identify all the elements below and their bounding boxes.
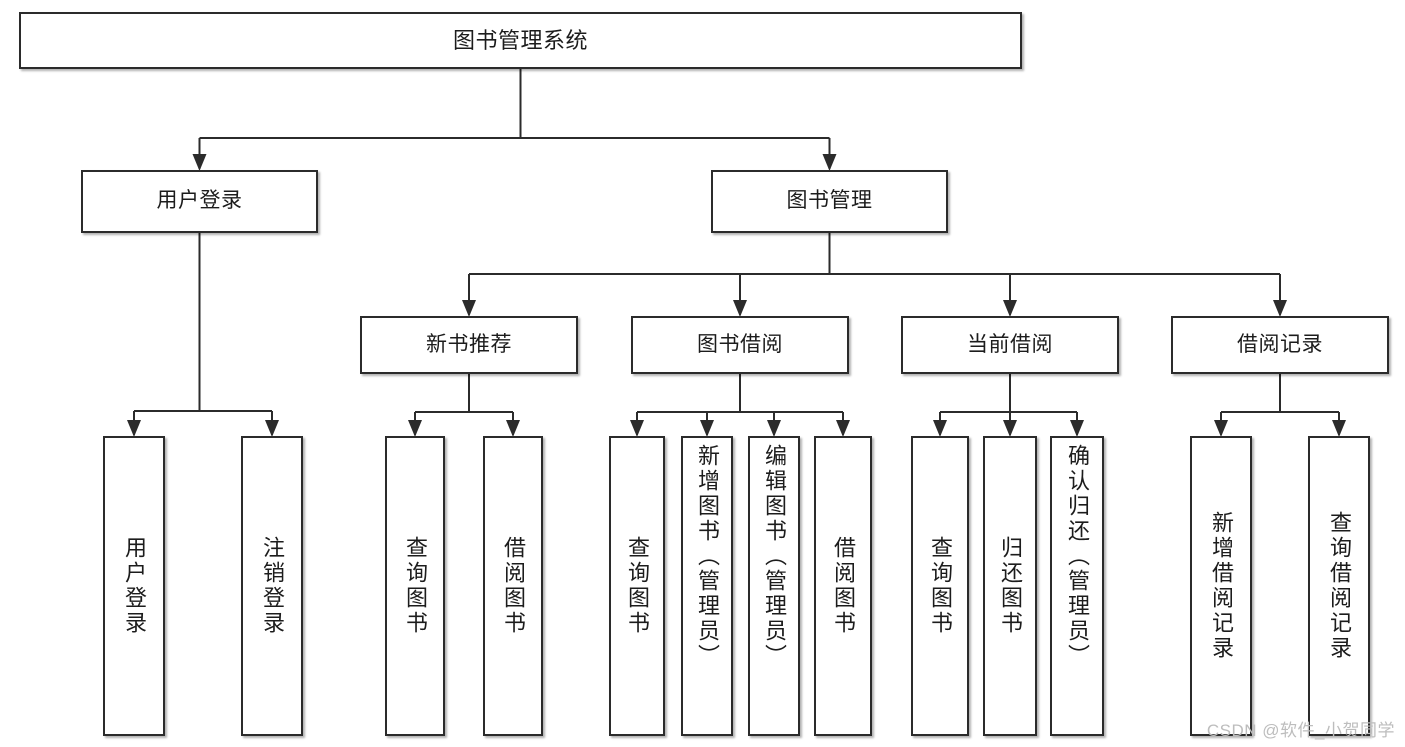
node-label: 确认归还（管理员） (1065, 444, 1090, 669)
edge-arrowhead (1273, 300, 1287, 317)
node-leaf-q-book-2[interactable]: 查询图书 (609, 436, 665, 736)
node-label: 注销登录 (260, 536, 285, 636)
node-borrow-rec[interactable]: 借阅记录 (1171, 316, 1389, 374)
node-book-manage[interactable]: 图书管理 (711, 170, 948, 233)
node-new-book-rec[interactable]: 新书推荐 (360, 316, 578, 374)
watermark: CSDN @软件_小贺同学 (1206, 721, 1395, 740)
node-label: 借阅记录 (1237, 332, 1323, 356)
node-root[interactable]: 图书管理系统 (19, 12, 1022, 69)
edge-arrowhead (822, 154, 837, 171)
edge-arrowhead (1070, 420, 1084, 437)
node-label: 查询图书 (625, 536, 650, 636)
node-leaf-b-book-2[interactable]: 借阅图书 (814, 436, 872, 736)
edge-arrowhead (1214, 420, 1228, 437)
node-leaf-login[interactable]: 用户登录 (103, 436, 165, 736)
edge-arrowhead (127, 420, 141, 437)
node-leaf-edit-book[interactable]: 编辑图书（管理员） (748, 436, 800, 736)
edge-arrowhead (408, 420, 422, 437)
edge-arrowhead (1003, 420, 1017, 437)
node-label: 借阅图书 (831, 536, 856, 636)
edge-arrowhead (836, 420, 850, 437)
edge-arrowhead (933, 420, 947, 437)
edge-arrowhead (733, 300, 747, 317)
node-label: 当前借阅 (967, 332, 1053, 356)
node-leaf-return[interactable]: 归还图书 (983, 436, 1037, 736)
node-label: 新增图书（管理员） (695, 444, 720, 669)
node-leaf-q-rec[interactable]: 查询借阅记录 (1308, 436, 1370, 736)
edge-arrowhead (265, 420, 279, 437)
node-leaf-add-book[interactable]: 新增图书（管理员） (681, 436, 733, 736)
node-leaf-confirm[interactable]: 确认归还（管理员） (1050, 436, 1104, 736)
edge-arrowhead (192, 154, 207, 171)
node-label: 图书管理系统 (452, 27, 588, 53)
edge-arrowhead (462, 300, 476, 317)
node-label: 新书推荐 (426, 332, 512, 356)
node-label: 用户登录 (122, 536, 147, 636)
node-label: 借阅图书 (501, 536, 526, 636)
edge-arrowhead (767, 420, 781, 437)
node-label: 查询借阅记录 (1327, 511, 1352, 661)
node-label: 查询图书 (928, 536, 953, 636)
node-leaf-q-book-1[interactable]: 查询图书 (385, 436, 445, 736)
node-book-borrow[interactable]: 图书借阅 (631, 316, 849, 374)
node-label: 用户登录 (156, 189, 243, 213)
node-leaf-add-rec[interactable]: 新增借阅记录 (1190, 436, 1252, 736)
node-label: 图书管理 (786, 189, 873, 213)
node-leaf-q-book-3[interactable]: 查询图书 (911, 436, 969, 736)
edge-arrowhead (1003, 300, 1017, 317)
node-label: 新增借阅记录 (1209, 511, 1234, 661)
node-cur-borrow[interactable]: 当前借阅 (901, 316, 1119, 374)
node-leaf-b-book-1[interactable]: 借阅图书 (483, 436, 543, 736)
node-leaf-logout[interactable]: 注销登录 (241, 436, 303, 736)
edge-arrowhead (700, 420, 714, 437)
edge-arrowhead (1332, 420, 1346, 437)
node-label: 查询图书 (403, 536, 428, 636)
edge-arrowhead (630, 420, 644, 437)
edge-arrowhead (506, 420, 520, 437)
node-label: 图书借阅 (697, 332, 783, 356)
node-user-login[interactable]: 用户登录 (81, 170, 318, 233)
node-label: 编辑图书（管理员） (762, 444, 787, 669)
node-label: 归还图书 (998, 536, 1023, 636)
